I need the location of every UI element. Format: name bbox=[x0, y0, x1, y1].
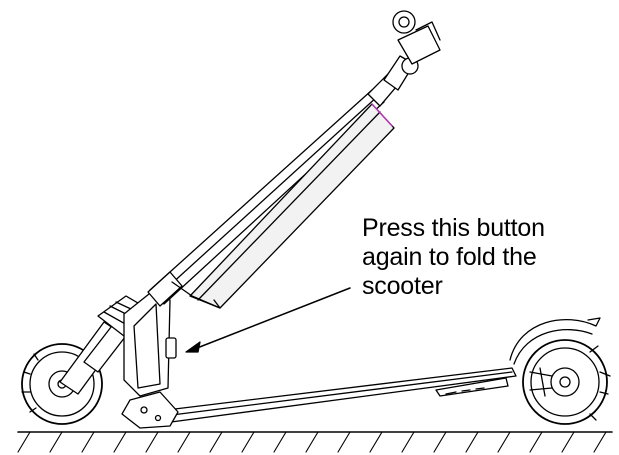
instruction-line-3: scooter bbox=[362, 272, 443, 300]
handlebar-head bbox=[367, 10, 441, 107]
instruction-line-1: Press this button bbox=[362, 214, 545, 242]
ground bbox=[17, 431, 613, 453]
fold-release-button bbox=[165, 337, 177, 359]
stem-tube bbox=[147, 89, 385, 307]
ground-hatching bbox=[17, 431, 607, 453]
rear-wheel bbox=[509, 317, 611, 425]
stem-battery-panel bbox=[171, 103, 395, 309]
fold-instruction-text: Press this button again to fold the scoo… bbox=[362, 214, 612, 301]
callout-arrow bbox=[185, 287, 351, 353]
scooter-deck bbox=[121, 367, 517, 429]
instruction-line-2: again to fold the bbox=[362, 243, 537, 271]
